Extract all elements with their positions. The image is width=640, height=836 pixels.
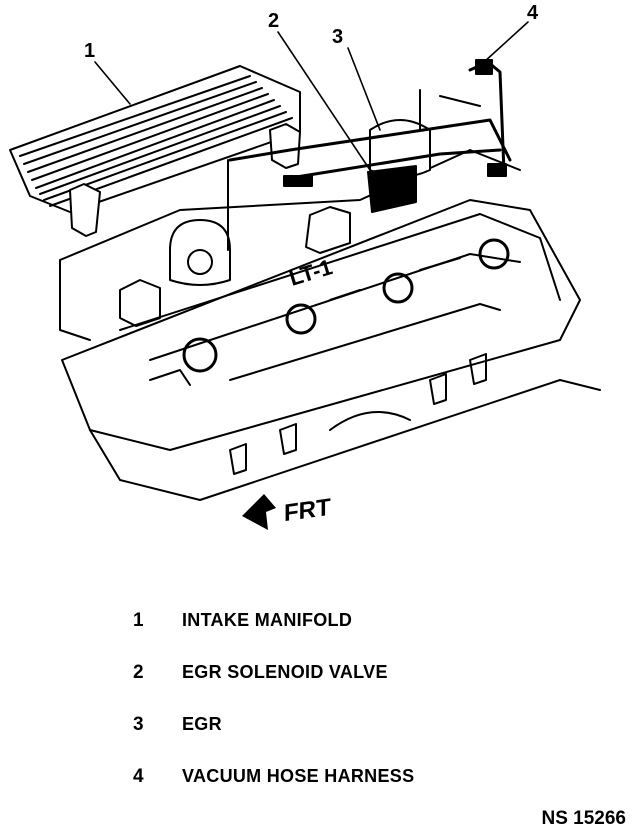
legend-item: 1 INTAKE MANIFOLD — [0, 610, 640, 640]
callout-2: 2 — [268, 10, 280, 32]
front-label: FRT — [284, 493, 331, 528]
legend-number: 3 — [133, 714, 144, 735]
legend-item: 4 VACUUM HOSE HARNESS — [0, 766, 640, 796]
valve-cover-shape — [61, 199, 581, 451]
legend-item: 3 EGR — [0, 714, 640, 744]
legend-text: VACUUM HOSE HARNESS — [182, 766, 415, 786]
callout-4: 4 — [527, 2, 539, 24]
legend-text: INTAKE MANIFOLD — [182, 610, 353, 630]
legend-text: EGR — [182, 714, 222, 734]
legend-text: EGR SOLENOID VALVE — [182, 662, 388, 682]
engine-illustration: LT-1 — [9, 21, 601, 501]
legend-number: 4 — [133, 766, 144, 787]
figure-id: NS 15266 — [541, 808, 626, 829]
intake-manifold-shape — [9, 65, 301, 213]
callout-1: 1 — [84, 40, 96, 62]
front-arrow-icon — [242, 494, 276, 530]
legend-number: 1 — [133, 610, 144, 631]
engine-diagram: LT-1 1 2 3 4 FRT — [9, 2, 601, 532]
legend-number: 2 — [133, 662, 144, 683]
front-indicator: FRT — [240, 490, 331, 532]
legend-item: 2 EGR SOLENOID VALVE — [0, 662, 640, 692]
callout-3: 3 — [332, 26, 344, 48]
